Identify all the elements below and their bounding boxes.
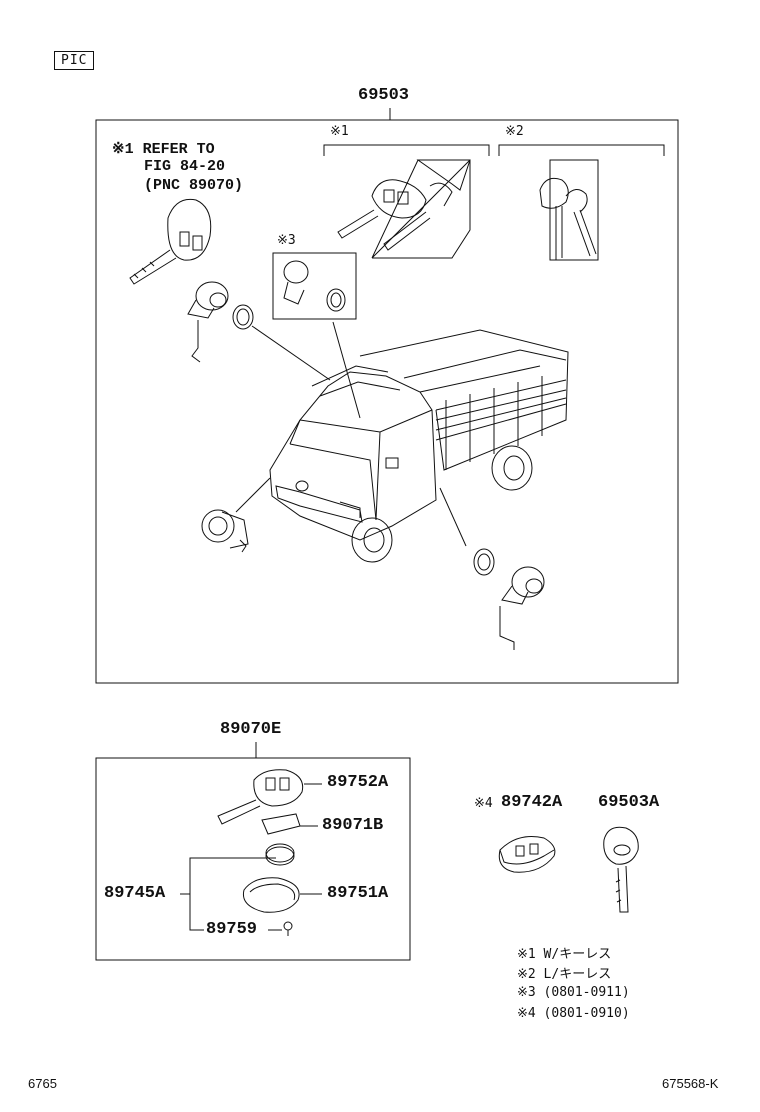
key-set-1-icon — [337, 159, 471, 259]
main-frame — [95, 119, 679, 684]
part-89751a[interactable]: 89751A — [327, 884, 389, 903]
refer-note-line2: FIG 84-20 — [144, 158, 226, 175]
part-89752a[interactable]: 89752A — [327, 773, 389, 792]
blank-key-icon — [603, 826, 639, 913]
case-icon — [242, 877, 300, 913]
part-89071b[interactable]: 89071B — [322, 816, 384, 835]
footer-right: 675568-K — [662, 1076, 719, 1091]
group-3-box — [272, 252, 357, 320]
refer-note-line3: (PNC 89070) — [144, 177, 244, 194]
bracket-2 — [498, 144, 665, 156]
part-89759[interactable]: 89759 — [206, 920, 258, 939]
refer-note-line1: ※1 REFER TO — [112, 141, 215, 158]
part-69503a[interactable]: 69503A — [598, 793, 660, 812]
key-fob-icon — [498, 836, 556, 873]
ignition-cylinder-icon — [201, 509, 249, 553]
keyless-fob-icon — [217, 769, 304, 825]
sub-kit-frame — [95, 757, 411, 961]
legend-4: ※4 (0801-0910) — [517, 1006, 630, 1021]
legend-2: ※2 L/キーレス — [517, 967, 612, 982]
group-mark-2: ※2 — [505, 124, 524, 139]
screw-icon — [283, 921, 293, 931]
ring-icon — [232, 304, 254, 330]
legend-1: ※1 W/キーレス — [517, 947, 612, 962]
main-part-number[interactable]: 69503 — [358, 86, 410, 105]
battery-icon — [265, 846, 295, 866]
footer-left: 6765 — [28, 1076, 57, 1091]
part-89745a[interactable]: 89745A — [104, 884, 166, 903]
door-lock-cylinder-icon — [187, 281, 229, 363]
group-mark-3: ※3 — [277, 233, 296, 248]
sub-kit-title[interactable]: 89070E — [220, 720, 282, 739]
part-89742a[interactable]: 89742A — [501, 793, 563, 812]
legend-3: ※3 (0801-0911) — [517, 985, 630, 1000]
truck-illustration — [269, 329, 569, 563]
pic-label: PIC — [54, 51, 95, 70]
keyless-key-icon — [129, 198, 212, 285]
group-bracket — [189, 857, 276, 931]
door-lock-cylinder-right-icon — [499, 566, 545, 650]
mark-4: ※4 — [474, 796, 493, 811]
key-set-2-icon — [539, 159, 599, 261]
transmitter-board-icon — [261, 813, 301, 835]
group-mark-1: ※1 — [330, 124, 349, 139]
bracket-1 — [323, 144, 490, 156]
